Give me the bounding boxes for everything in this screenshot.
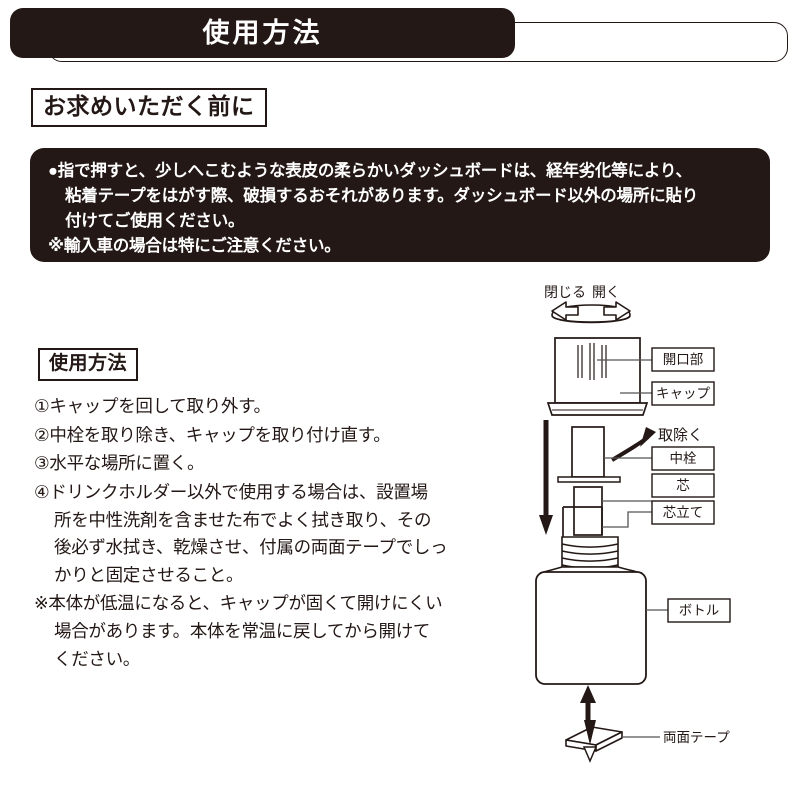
rotation-close-label: 閉じる [544, 284, 586, 300]
rotation-indicator-group: 閉じる 開く [544, 284, 631, 324]
callout-cap: キャップ [620, 381, 715, 406]
neck-thread-icon [561, 550, 619, 555]
tape-arrow-head-icon [580, 685, 596, 703]
step-text-continued: 場合があります。本体を常温に戻してから開けて [54, 621, 431, 642]
tape-pierce-arrow-icon [584, 720, 596, 745]
assembly-direction-arrow [539, 420, 553, 535]
step-text-continued: かりと固定させること。 [54, 564, 244, 585]
step-text-continued: 所を中性洗剤を含ませた布でよく拭き取り、その [54, 509, 432, 530]
callout-box [651, 347, 715, 372]
list-item: ②中栓を取り除き、キャップを取り付け直す。 [34, 422, 464, 450]
callout-box [651, 381, 715, 406]
usage-steps-list: ①キャップを回して取り外す。 ②中栓を取り除き、キャップを取り付け直す。 ③水平… [34, 393, 464, 674]
callout-bottle: ボトル [646, 598, 731, 623]
bottle-body-shape [535, 571, 647, 685]
down-arrow-head-icon [539, 515, 553, 535]
double-sided-tape-group: 両面テープ [565, 685, 730, 763]
rotate-right-arrow-icon [603, 301, 631, 321]
remove-label: 取除く [658, 427, 703, 444]
callout-label: 開口部 [663, 352, 704, 367]
callout-wick: 芯 [602, 473, 715, 502]
step-text: ※本体が低温になると、キャップが固くて開けにくい [34, 593, 443, 614]
inner-plug-shape [571, 426, 605, 478]
usage-section-label: 使用方法 [49, 353, 128, 374]
usage-section-box: 使用方法 [38, 348, 139, 381]
subheading-box: お求めいただく前に [31, 88, 267, 128]
notice-line: 粘着テープをはがす際、破損するおそれがあります。ダッシュボード以外の場所に貼り [65, 187, 699, 206]
tape-edge-face [595, 731, 623, 752]
header-title-bar: 使用方法 [10, 8, 515, 58]
step-text: ④ドリンクホルダー以外で使用する場合は、設置場 [34, 481, 428, 502]
step-text-continued: 後必ず水拭き、乾燥させ、付属の両面テープでしっ [54, 537, 448, 558]
callout-box [651, 473, 715, 498]
tape-label: 両面テープ [663, 730, 730, 745]
step-text: ②中栓を取り除き、キャップを取り付け直す。 [34, 424, 391, 445]
notice-line: ※輸入車の場合は特にご注意ください。 [48, 237, 341, 256]
cap-slot-icon [589, 343, 595, 380]
notice-panel: ●指で押すと、少しへこむような表皮の柔らかいダッシュボードは、経年劣化等により、… [30, 148, 770, 262]
list-item: ④ドリンクホルダー以外で使用する場合は、設置場 所を中性洗剤を含ませた布でよく拭… [34, 479, 464, 590]
rotation-open-label: 開く [592, 284, 620, 300]
cap-slot-icon [601, 345, 607, 378]
step-text-continued: ください。 [54, 648, 140, 669]
rotate-left-arrow-icon [551, 301, 579, 321]
notice-line: 付けてご使用ください。 [65, 212, 245, 231]
remove-arrow-head-icon [640, 427, 656, 447]
step-text: ①キャップを回して取り外す。 [34, 396, 271, 416]
tape-pierce-arrow-lower-icon [582, 746, 598, 763]
callout-inner-plug: 中栓 [604, 446, 715, 471]
callout-label: キャップ [656, 386, 710, 401]
product-diagram: 閉じる 開く 開口部 [500, 275, 800, 785]
callout-label: ボトル [679, 603, 720, 618]
callout-box [667, 598, 731, 623]
callout-box [651, 446, 715, 471]
bottle-body-group [535, 571, 647, 685]
step-text: ③水平な場所に置く。 [34, 453, 205, 474]
page-header: 使用方法 [0, 8, 800, 66]
callout-label: 芯 [676, 478, 690, 493]
neck-thread-icon [561, 557, 619, 562]
callout-box [651, 500, 715, 525]
inner-plug-flange [557, 476, 621, 483]
callout-label: 中栓 [670, 451, 698, 466]
cap-flange-shape [546, 402, 649, 416]
list-item: ③水平な場所に置く。 [34, 450, 464, 478]
cap-slot-icon [577, 345, 583, 378]
inner-plug-group [557, 426, 621, 483]
cap-part-group [546, 337, 649, 416]
bottle-neck-group [539, 536, 643, 574]
callout-leader-line [602, 511, 652, 528]
rotation-band-lower [551, 315, 631, 323]
list-item: ①キャップを回して取り外す。 [34, 393, 464, 421]
callout-wick-holder: 芯立て [602, 500, 715, 528]
callout-opening: 開口部 [597, 347, 715, 372]
page-title: 使用方法 [202, 17, 323, 48]
notice-line: ●指で押すと、少しへこむような表皮の柔らかいダッシュボードは、経年劣化等により、 [48, 162, 692, 180]
wick-shape [573, 486, 603, 536]
list-item: ※本体が低温になると、キャップが固くて開けにくい 場合があります。本体を常温に戻… [34, 590, 464, 673]
callout-label: 芯立て [663, 505, 704, 520]
wick-group [562, 486, 603, 537]
subheading-label: お求めいただく前に [43, 93, 255, 119]
neck-thread-icon [561, 543, 619, 548]
